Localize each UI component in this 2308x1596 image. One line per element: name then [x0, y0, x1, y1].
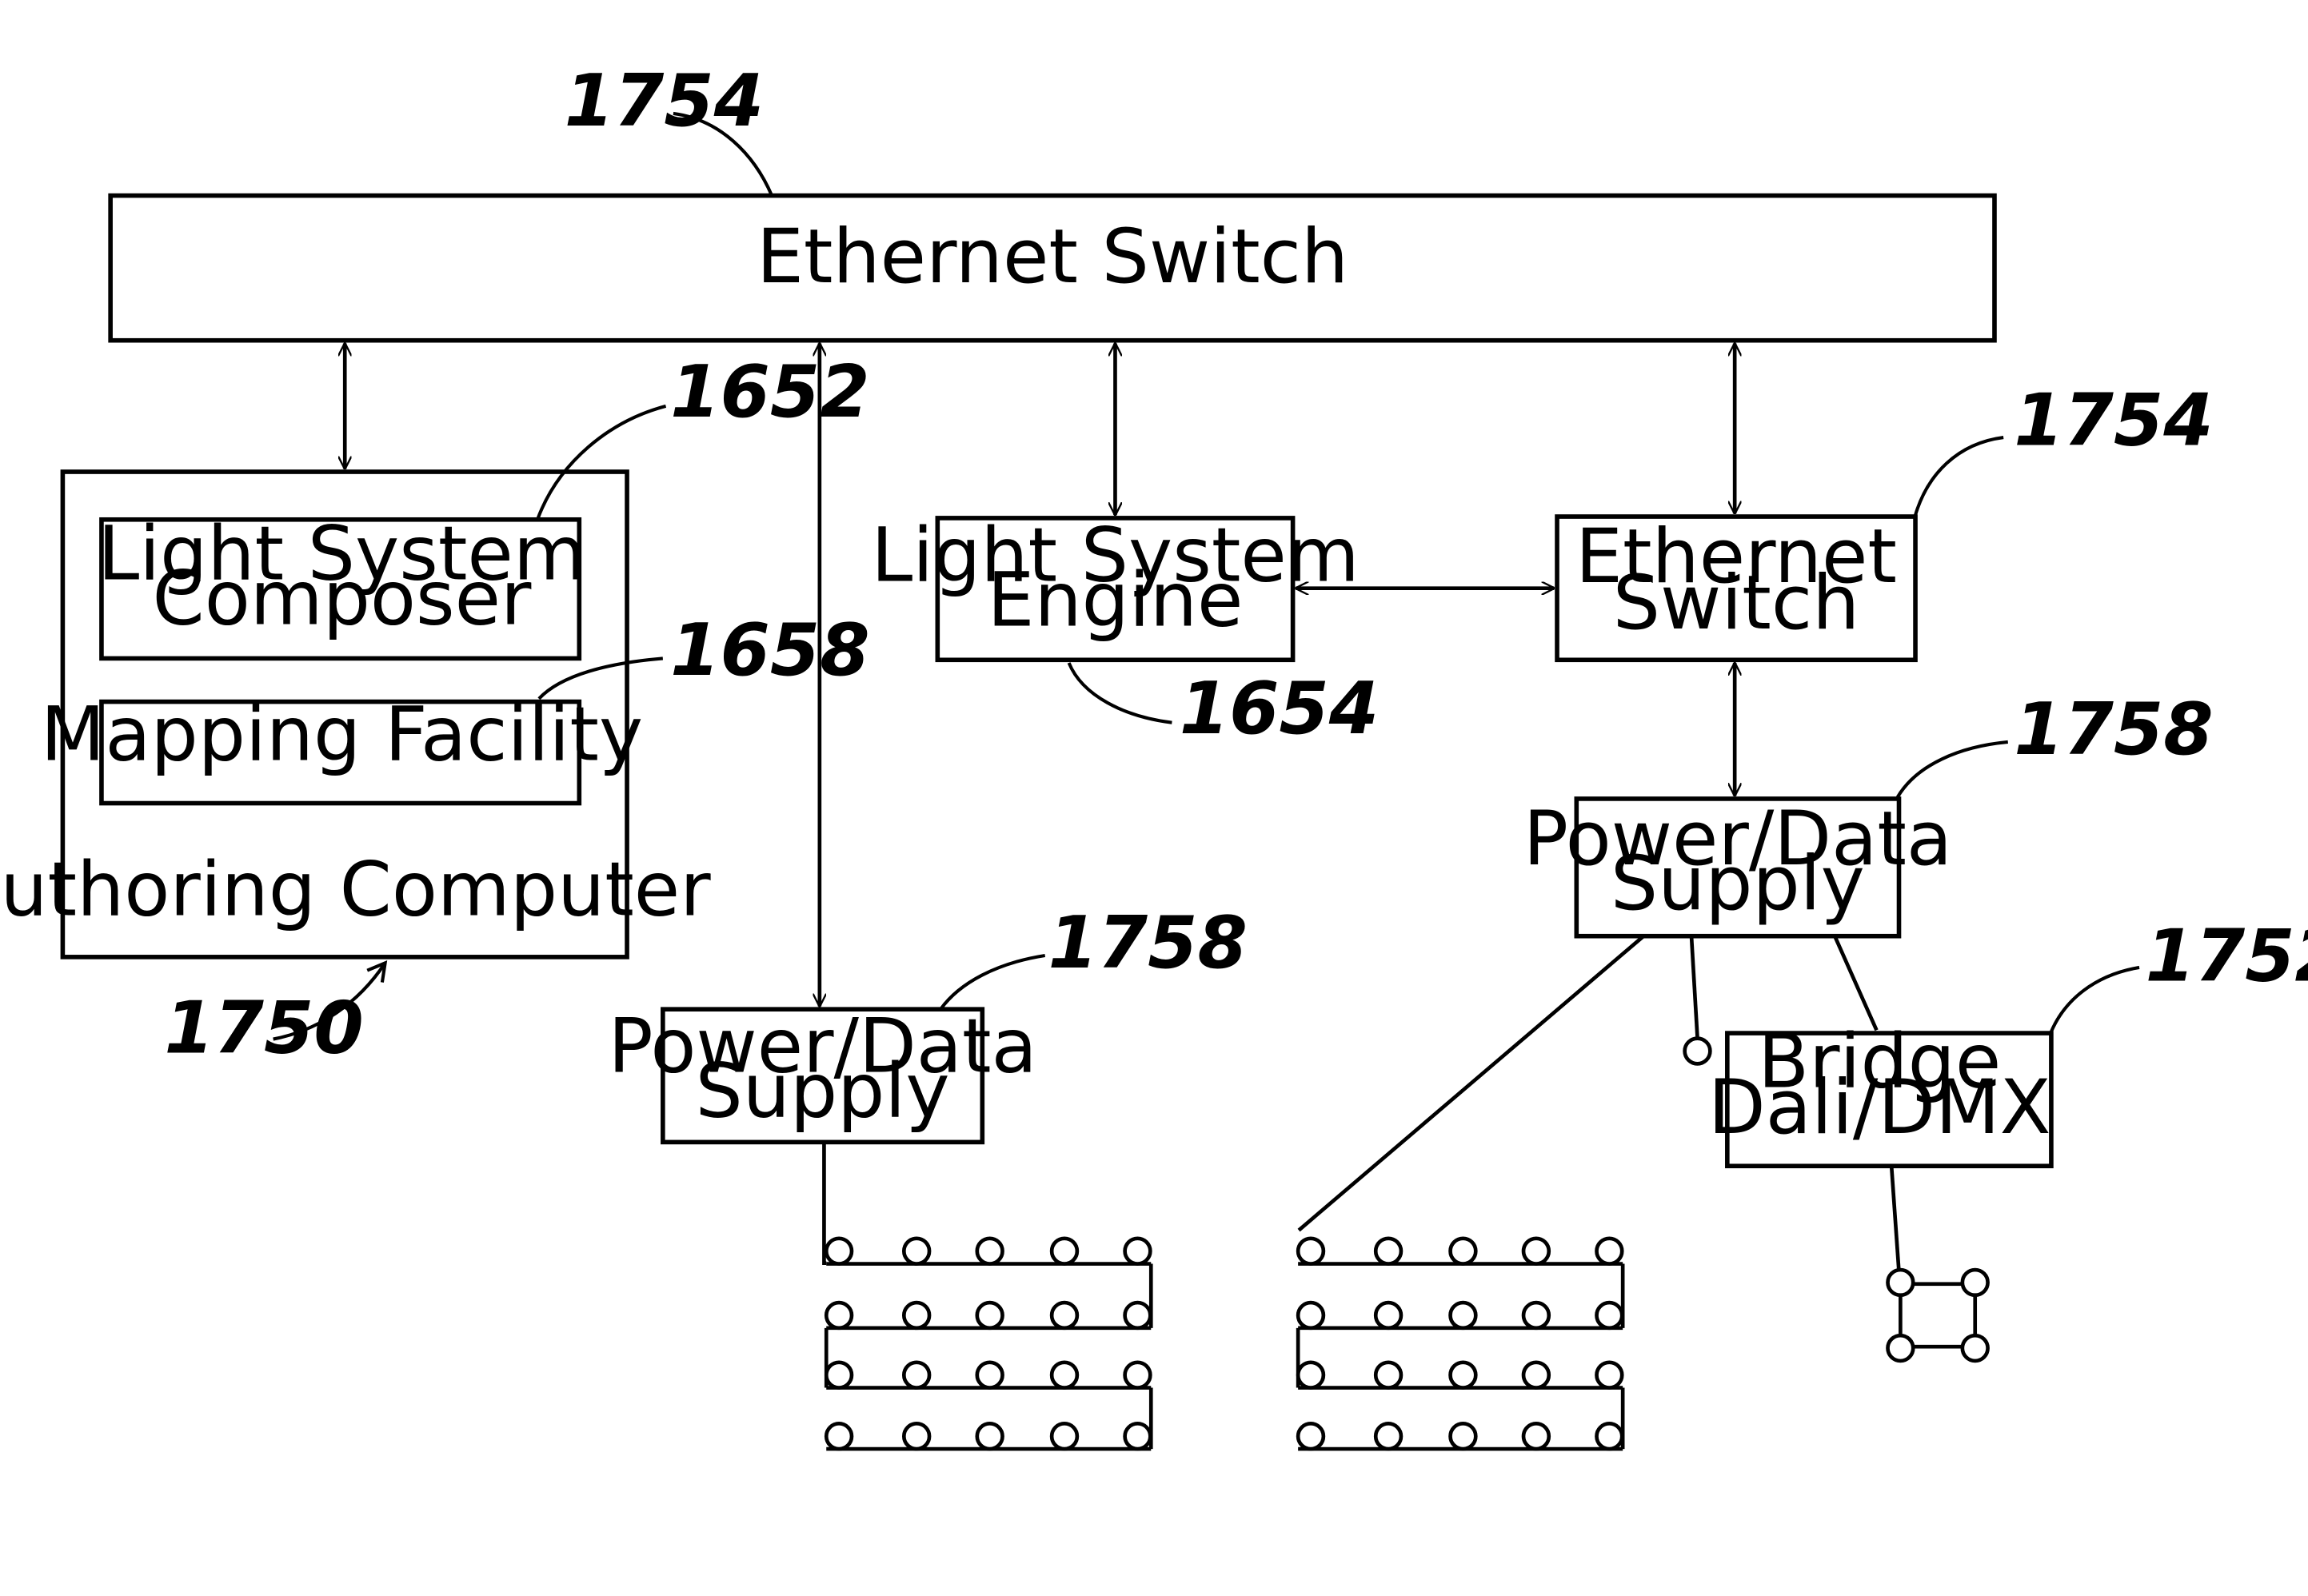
ref-1652: 1652 [670, 351, 869, 434]
wire-to-single-lamp [1691, 936, 1697, 1038]
mapping-facility-label: Mapping Facility [41, 691, 643, 778]
left-array-lamp-r1-c1 [826, 1239, 852, 1264]
wire-bridge-to-fixture [1891, 1166, 1899, 1272]
fixture-lamp-3 [1888, 1335, 1914, 1361]
right-array-lamp-r2-c2 [1376, 1303, 1401, 1328]
left-array-lamp-r4-c5 [1125, 1423, 1151, 1449]
right-array-lamp-r3-c2 [1376, 1363, 1401, 1388]
lamp-array-right [1298, 1239, 1623, 1449]
power-data-supply-left: Power/Data Supply [608, 1003, 1036, 1143]
right-array-lamp-r2-c3 [1451, 1303, 1476, 1328]
wire-to-right-array [1299, 936, 1643, 1231]
right-array-lamp-r4-c4 [1523, 1423, 1549, 1449]
left-array-lamp-r2-c3 [977, 1303, 1003, 1328]
left-array-lamp-r4-c2 [904, 1423, 929, 1449]
fixture-lamp-4 [1963, 1335, 1988, 1361]
leader-1758-left [940, 956, 1045, 1009]
ethernet-switch-top: Ethernet Switch [110, 196, 1995, 341]
right-array-lamp-r2-c4 [1523, 1303, 1549, 1328]
light-system-engine: Light System Engine [871, 512, 1360, 660]
left-array-lamp-r1-c3 [977, 1239, 1003, 1264]
lamp-array-left [824, 1142, 1151, 1449]
left-array-lamp-r3-c4 [1052, 1363, 1077, 1388]
ethernet-switch-top-label: Ethernet Switch [757, 213, 1348, 301]
left-array-lamp-r3-c5 [1125, 1363, 1151, 1388]
left-array-lamp-r1-c4 [1052, 1239, 1077, 1264]
fixture-frame [1900, 1284, 1975, 1347]
ethernet-switch-right: Ethernet Switch [1557, 513, 1915, 660]
right-array-lamp-r1-c5 [1596, 1239, 1622, 1264]
left-array-lamp-r3-c2 [904, 1363, 929, 1388]
power-data-supply-right-label-line2: Supply [1611, 840, 1865, 928]
left-array-lamp-r4-c4 [1052, 1423, 1077, 1449]
ref-1750: 1750 [164, 987, 363, 1070]
left-array-lamp-r3-c3 [977, 1363, 1003, 1388]
bridge-dali-dmx: Bridge Dali/DMX [1708, 1018, 2051, 1166]
leader-1752 [2051, 968, 2139, 1031]
right-array-lamp-r3-c3 [1451, 1363, 1476, 1388]
right-array-lamp-r2-c5 [1596, 1303, 1622, 1328]
single-lamp [1685, 1039, 1711, 1064]
right-array-lamp-r1-c2 [1376, 1239, 1401, 1264]
right-array-lamp-r2-c1 [1298, 1303, 1324, 1328]
leader-1654 [1069, 663, 1172, 723]
fixture-lamp-2 [1963, 1270, 1988, 1295]
ref-1654: 1654 [1180, 668, 1379, 751]
right-array-lamp-r1-c3 [1451, 1239, 1476, 1264]
light-system-engine-label-line2: Engine [988, 557, 1244, 644]
left-array-lamp-r4-c1 [826, 1423, 852, 1449]
left-array-lamp-r4-c3 [977, 1423, 1003, 1449]
ref-1754-top: 1754 [565, 60, 764, 143]
right-array-lamp-r4-c2 [1376, 1423, 1401, 1449]
power-data-supply-right: Power/Data Supply [1523, 796, 1952, 936]
left-array-lamp-r1-c5 [1125, 1239, 1151, 1264]
right-array-lamp-r3-c1 [1298, 1363, 1324, 1388]
right-array-lamp-r3-c5 [1596, 1363, 1622, 1388]
ref-1758-right: 1758 [2014, 688, 2213, 772]
right-array-lamp-r1-c4 [1523, 1239, 1549, 1264]
light-system-composer: Light System Composer [98, 510, 586, 658]
right-array-lamp-r1-c1 [1298, 1239, 1324, 1264]
mapping-facility: Mapping Facility [41, 691, 643, 803]
ethernet-switch-right-label-line2: Switch [1613, 560, 1860, 647]
right-array-lamp-r3-c4 [1523, 1363, 1549, 1388]
power-data-supply-left-label-line2: Supply [696, 1048, 950, 1135]
right-array-lamp-r4-c1 [1298, 1423, 1324, 1449]
leader-1754-right [1915, 437, 2003, 515]
right-array-lamp-r4-c5 [1596, 1423, 1622, 1449]
left-array-lamp-r1-c2 [904, 1239, 929, 1264]
left-array-lamp-r2-c1 [826, 1303, 852, 1328]
leader-1758-right [1898, 742, 2008, 797]
fixture-lamp-1 [1888, 1270, 1914, 1295]
left-array-lamp-r2-c5 [1125, 1303, 1151, 1328]
left-array-lamp-r2-c4 [1052, 1303, 1077, 1328]
wire-to-bridge [1835, 936, 1876, 1031]
ref-1658: 1658 [670, 609, 869, 692]
light-system-composer-label-line2: Composer [153, 555, 533, 642]
bridge-label-line2: Dali/DMX [1708, 1064, 2051, 1151]
dmx-fixture [1888, 1270, 1988, 1361]
ref-1754-right: 1754 [2014, 379, 2213, 462]
ref-1758-left: 1758 [1048, 902, 1247, 985]
ref-1752: 1752 [2146, 916, 2308, 999]
left-array-lamp-r3-c1 [826, 1363, 852, 1388]
left-array-lamp-r2-c2 [904, 1303, 929, 1328]
authoring-computer-label: Authoring Computer [0, 847, 711, 934]
right-array-lamp-r4-c3 [1451, 1423, 1476, 1449]
